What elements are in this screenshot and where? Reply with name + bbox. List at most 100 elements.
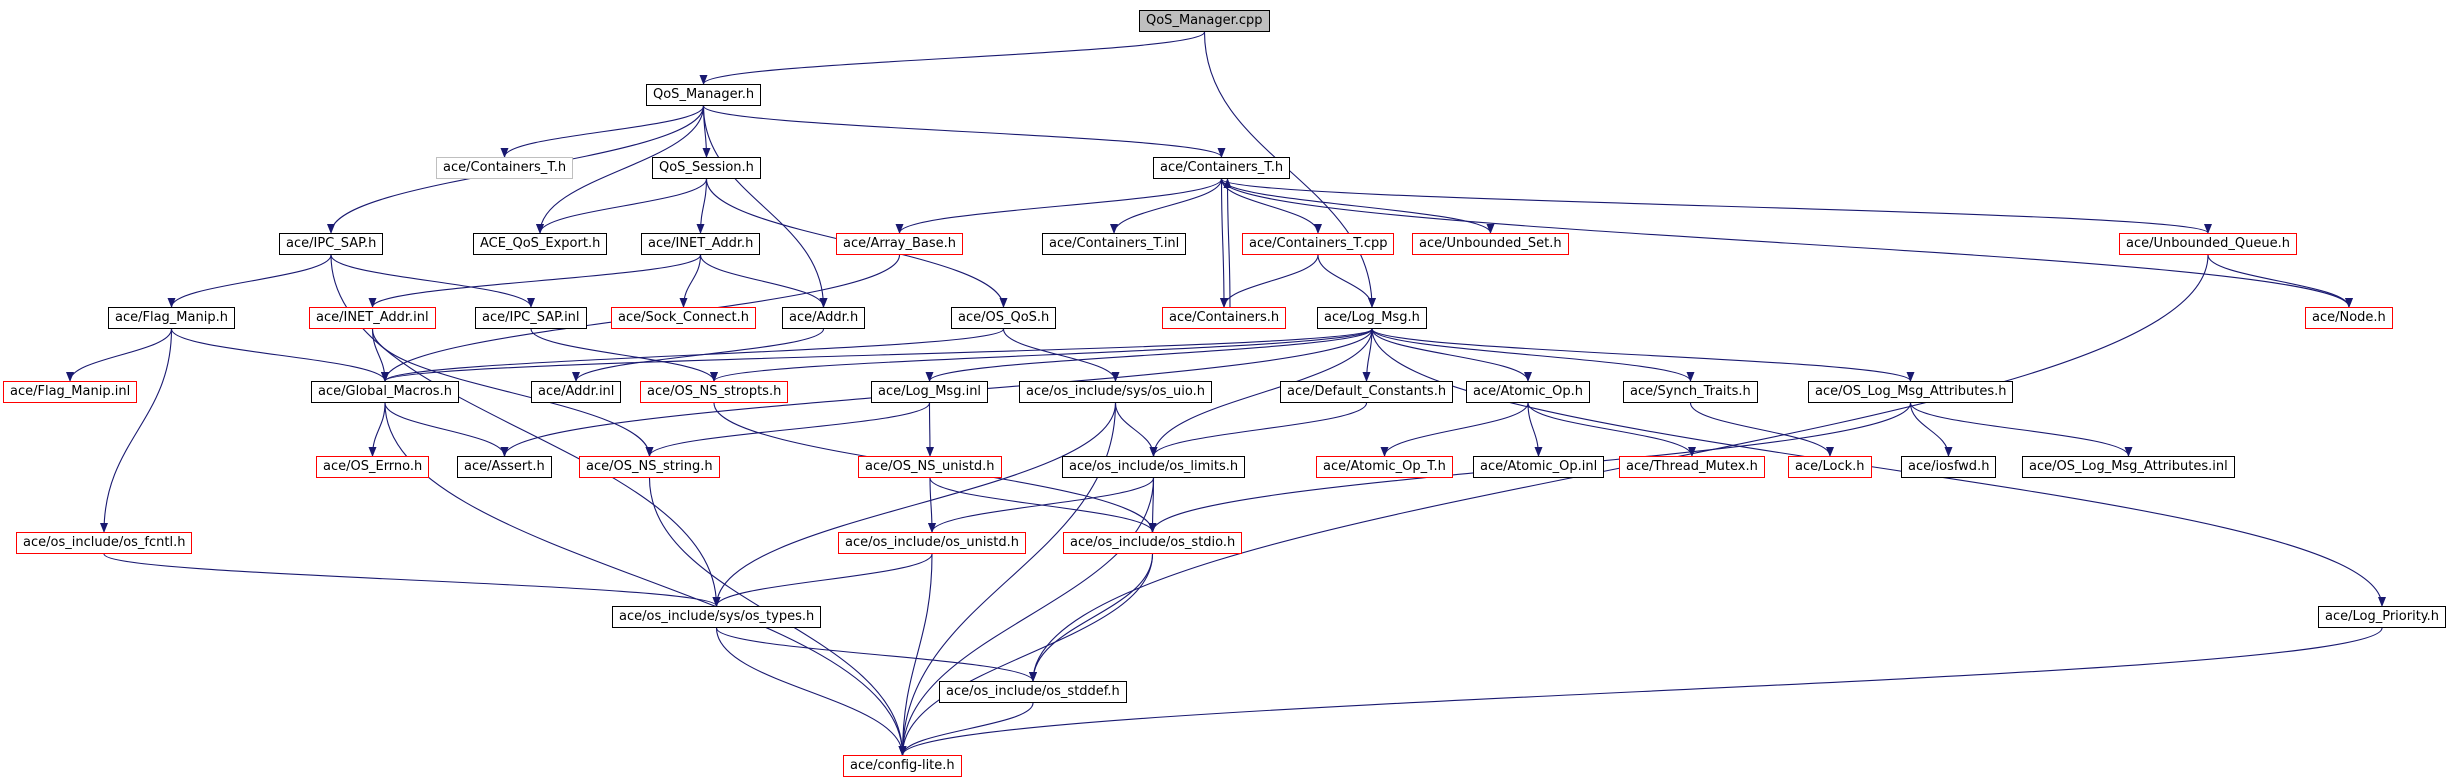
node-os-stdio-h[interactable]: ace/os_include/os_stdio.h	[1063, 532, 1243, 554]
edge-ipc-sap-h-to-ipc-sap-inl	[330, 254, 535, 308]
node-synch-traits-h[interactable]: ace/Synch_Traits.h	[1623, 381, 1758, 403]
node-log-msg-inl[interactable]: ace/Log_Msg.inl	[871, 381, 989, 403]
edge-global-macros-h-to-assert-h	[384, 402, 509, 457]
node-os-stddef-h[interactable]: ace/os_include/os_stddef.h	[939, 681, 1127, 703]
edge-os-unistd-h-to-os-sys-types-h	[712, 553, 933, 607]
node-ipc-sap-h[interactable]: ace/IPC_SAP.h	[279, 233, 384, 255]
node-os-ns-unistd-h[interactable]: ace/OS_NS_unistd.h	[858, 456, 1002, 478]
edge-os-stddef-h-to-config-lite-h	[898, 702, 1034, 756]
edge-containers-t-h-to-node-h	[1220, 178, 2353, 308]
node-os-log-msg-attributes-inl[interactable]: ace/OS_Log_Msg_Attributes.inl	[2022, 456, 2235, 478]
node-os-sys-uio-h[interactable]: ace/os_include/sys/os_uio.h	[1019, 381, 1212, 403]
node-atomic-op-inl[interactable]: ace/Atomic_Op.inl	[1473, 456, 1605, 478]
node-inet-addr-h[interactable]: ace/INET_Addr.h	[641, 233, 761, 255]
node-config-lite-h[interactable]: ace/config-lite.h	[843, 755, 962, 777]
edge-os-log-msg-attributes-h-to-os-log-msg-attributes-inl	[1909, 402, 2133, 457]
edge-log-msg-inl-to-os-ns-unistd-h	[925, 402, 934, 457]
node-log-msg-h[interactable]: ace/Log_Msg.h	[1317, 307, 1427, 329]
edge-qos-session-h-to-ace-qos-export-h	[536, 178, 708, 234]
edge-os-sys-uio-h-to-os-limits-h	[1114, 402, 1158, 457]
node-qos-manager-cpp[interactable]: QoS_Manager.cpp	[1139, 10, 1270, 32]
node-flag-manip-inl[interactable]: ace/Flag_Manip.inl	[3, 381, 138, 403]
node-default-constants-h[interactable]: ace/Default_Constants.h	[1280, 381, 1454, 403]
edge-log-msg-h-to-atomic-op-h	[1371, 328, 1532, 382]
edge-unbounded-queue-h-to-node-h	[2207, 254, 2353, 308]
edge-containers-h-to-containers-t-h	[1223, 178, 1232, 308]
node-containers-t-cpp[interactable]: ace/Containers_T.cpp	[1242, 233, 1395, 255]
edge-log-msg-h-to-global-macros-h	[381, 328, 1373, 382]
node-os-sys-types-h[interactable]: ace/os_include/sys/os_types.h	[612, 606, 822, 628]
edge-os-limits-h-to-os-unistd-h	[928, 477, 1155, 533]
edge-layer	[66, 31, 2386, 756]
node-addr-inl[interactable]: ace/Addr.inl	[531, 381, 622, 403]
node-os-log-msg-attributes-h[interactable]: ace/OS_Log_Msg_Attributes.h	[1808, 381, 2014, 403]
node-atomic-op-t-h[interactable]: ace/Atomic_Op_T.h	[1316, 456, 1453, 478]
edge-containers-t-h-to-containers-t-inl	[1110, 178, 1223, 234]
edge-containers-t-h-to-containers-h	[1219, 178, 1228, 308]
node-containers-t-h-gray[interactable]: ace/Containers_T.h	[436, 157, 574, 179]
node-qos-session-h[interactable]: QoS_Session.h	[652, 157, 761, 179]
node-os-qos-h[interactable]: ace/OS_QoS.h	[951, 307, 1057, 329]
node-ace-qos-export-h[interactable]: ACE_QoS_Export.h	[473, 233, 608, 255]
edge-atomic-op-h-to-atomic-op-t-h	[1380, 402, 1529, 457]
node-addr-h[interactable]: ace/Addr.h	[782, 307, 866, 329]
edge-containers-t-h-to-containers-t-cpp	[1220, 178, 1322, 234]
node-unbounded-set-h[interactable]: ace/Unbounded_Set.h	[1412, 233, 1569, 255]
node-containers-t-h[interactable]: ace/Containers_T.h	[1153, 157, 1291, 179]
edge-log-msg-h-to-log-priority-h	[1371, 328, 2386, 607]
node-inet-addr-inl[interactable]: ace/INET_Addr.inl	[309, 307, 436, 329]
node-os-ns-string-h[interactable]: ace/OS_NS_string.h	[579, 456, 720, 478]
edge-os-sys-types-h-to-config-lite-h	[715, 627, 907, 756]
node-os-ns-stropts-h[interactable]: ace/OS_NS_stropts.h	[640, 381, 789, 403]
edge-log-msg-h-to-os-ns-stropts-h	[710, 328, 1373, 382]
node-os-fcntl-h[interactable]: ace/os_include/os_fcntl.h	[16, 532, 193, 554]
edge-log-msg-h-to-log-msg-inl	[925, 328, 1373, 382]
node-log-priority-h[interactable]: ace/Log_Priority.h	[2318, 606, 2446, 628]
node-global-macros-h[interactable]: ace/Global_Macros.h	[311, 381, 459, 403]
node-array-base-h[interactable]: ace/Array_Base.h	[836, 233, 964, 255]
edge-synch-traits-h-to-lock-h	[1689, 402, 1834, 457]
node-unbounded-queue-h[interactable]: ace/Unbounded_Queue.h	[2119, 233, 2298, 255]
edge-ipc-sap-h-to-flag-manip-h	[167, 254, 332, 308]
edge-containers-t-h-to-array-base-h	[895, 178, 1223, 234]
edge-qos-manager-h-to-containers-t-h	[702, 105, 1226, 158]
edge-os-qos-h-to-global-macros-h	[381, 328, 1005, 382]
node-os-limits-h[interactable]: ace/os_include/os_limits.h	[1062, 456, 1246, 478]
edge-os-unistd-h-to-config-lite-h	[898, 553, 933, 756]
node-containers-h[interactable]: ace/Containers.h	[1162, 307, 1287, 329]
edge-inet-addr-h-to-addr-h	[699, 254, 828, 308]
edge-containers-t-h-to-unbounded-queue-h	[1220, 178, 2212, 234]
node-thread-mutex-h[interactable]: ace/Thread_Mutex.h	[1619, 456, 1765, 478]
edge-flag-manip-h-to-global-macros-h	[170, 328, 389, 382]
edge-os-sys-types-h-to-os-stddef-h	[715, 627, 1037, 682]
node-atomic-op-h[interactable]: ace/Atomic_Op.h	[1466, 381, 1590, 403]
edge-qos-manager-h-to-addr-h	[702, 105, 828, 308]
edge-flag-manip-h-to-flag-manip-inl	[66, 328, 173, 382]
node-os-errno-h[interactable]: ace/OS_Errno.h	[316, 456, 430, 478]
node-os-unistd-h[interactable]: ace/os_include/os_unistd.h	[838, 532, 1027, 554]
node-iosfwd-h[interactable]: ace/iosfwd.h	[1901, 456, 1997, 478]
edge-log-msg-h-to-os-log-msg-attributes-h	[1371, 328, 1915, 382]
edge-containers-t-cpp-to-containers-h	[1220, 254, 1319, 308]
node-qos-manager-h[interactable]: QoS_Manager.h	[646, 84, 762, 106]
edge-flag-manip-h-to-os-fcntl-h	[100, 328, 173, 533]
node-containers-t-inl[interactable]: ace/Containers_T.inl	[1042, 233, 1187, 255]
edge-atomic-op-h-to-atomic-op-inl	[1527, 402, 1543, 457]
node-flag-manip-h[interactable]: ace/Flag_Manip.h	[108, 307, 235, 329]
edge-qos-session-h-to-inet-addr-h	[696, 178, 708, 234]
edge-inet-addr-h-to-inet-addr-inl	[368, 254, 702, 308]
edge-os-sys-uio-h-to-os-sys-types-h	[712, 402, 1117, 607]
node-assert-h[interactable]: ace/Assert.h	[457, 456, 552, 478]
node-node-h[interactable]: ace/Node.h	[2305, 307, 2393, 329]
node-ipc-sap-inl[interactable]: ace/IPC_SAP.inl	[475, 307, 587, 329]
edge-default-constants-h-to-os-limits-h	[1149, 402, 1368, 457]
edge-inet-addr-h-to-sock-connect-h	[679, 254, 702, 308]
edge-containers-t-cpp-to-log-msg-h	[1317, 254, 1376, 308]
edge-os-limits-h-to-config-lite-h	[898, 477, 1155, 756]
edge-inet-addr-inl-to-os-ns-string-h	[371, 328, 654, 457]
node-sock-connect-h[interactable]: ace/Sock_Connect.h	[611, 307, 756, 329]
edge-os-fcntl-h-to-os-sys-types-h	[103, 553, 721, 607]
edge-log-msg-h-to-os-limits-h	[1149, 328, 1373, 457]
edge-os-qos-h-to-os-sys-uio-h	[1002, 328, 1120, 382]
node-lock-h[interactable]: ace/Lock.h	[1788, 456, 1872, 478]
